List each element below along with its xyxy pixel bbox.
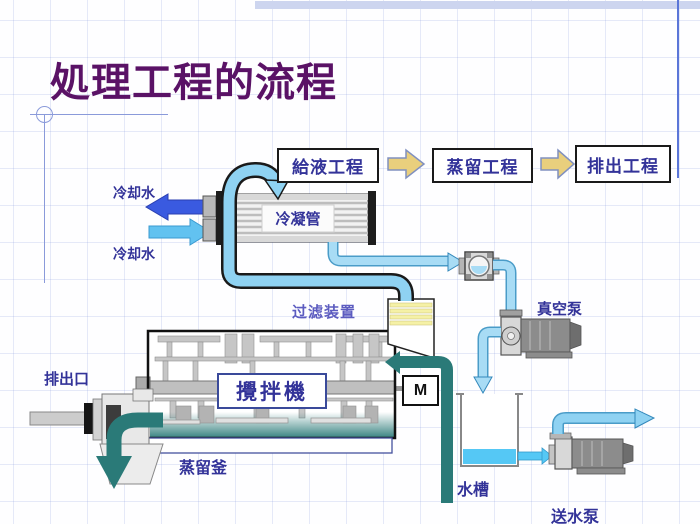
condenser-unit xyxy=(202,191,376,245)
sight-glass-valve-icon xyxy=(458,251,500,281)
right-guide-line xyxy=(677,0,679,178)
flow-step-feed: 給液工程 xyxy=(277,148,379,183)
water-tank-icon xyxy=(456,393,523,467)
discharge-port-label: 排出口 xyxy=(44,371,90,388)
flow-step-discharge: 排出工程 xyxy=(575,145,671,183)
vacuum-pump-icon xyxy=(500,316,582,359)
vessel-base-tray xyxy=(146,437,393,454)
tank-inlet-arrow-icon xyxy=(473,376,493,395)
valve-to-pump-pipe xyxy=(493,259,523,317)
water-feed-pump-label: 送水泵 xyxy=(551,509,600,524)
tank-outlet-pipe xyxy=(517,447,553,465)
distillation-kettle-label: 蒸留釜 xyxy=(179,460,228,477)
condensate-pipe xyxy=(327,242,464,272)
coolant-out-arrow-icon xyxy=(145,193,204,221)
page-title: 処理工程的流程 xyxy=(50,61,337,105)
filter-unit-label: 过滤装置 xyxy=(292,304,357,321)
flow-step-distillation: 蒸留工程 xyxy=(432,148,533,183)
flow-arrow-1-icon xyxy=(387,148,426,180)
agitator-label-box: 攪拌機 xyxy=(217,373,327,409)
vacuum-pump-label: 真空泵 xyxy=(537,301,583,318)
discharge-assembly xyxy=(29,388,164,489)
top-decor-band xyxy=(255,1,700,9)
vapor-arrow-icon xyxy=(263,179,290,201)
flow-arrow-2-icon xyxy=(540,148,576,180)
water-tank-label: 水槽 xyxy=(457,482,490,499)
condensate-arrow-icon xyxy=(447,252,464,272)
water-discharge-pipe xyxy=(552,408,656,434)
water-out-arrow-icon xyxy=(634,408,656,429)
title-underline xyxy=(30,114,168,115)
feed-arrow-icon xyxy=(385,351,400,374)
condenser-label: 冷凝管 xyxy=(275,211,321,228)
compass-ornament-icon xyxy=(36,106,53,123)
vapor-pipe xyxy=(221,162,414,304)
cooling-water-out-label: 冷却水 xyxy=(113,185,155,201)
coolant-in-arrow-icon xyxy=(148,218,212,246)
tank-water xyxy=(463,449,516,464)
discharge-arrow-icon xyxy=(96,456,132,489)
left-guide-line xyxy=(44,114,45,283)
filter-unit xyxy=(387,298,435,360)
feed-pipe xyxy=(385,351,453,503)
motor-box: M xyxy=(402,375,439,406)
cooling-water-in-label: 冷却水 xyxy=(113,246,155,262)
water-feed-pump-icon xyxy=(548,432,634,475)
pump-to-tank-pipe xyxy=(473,326,501,395)
